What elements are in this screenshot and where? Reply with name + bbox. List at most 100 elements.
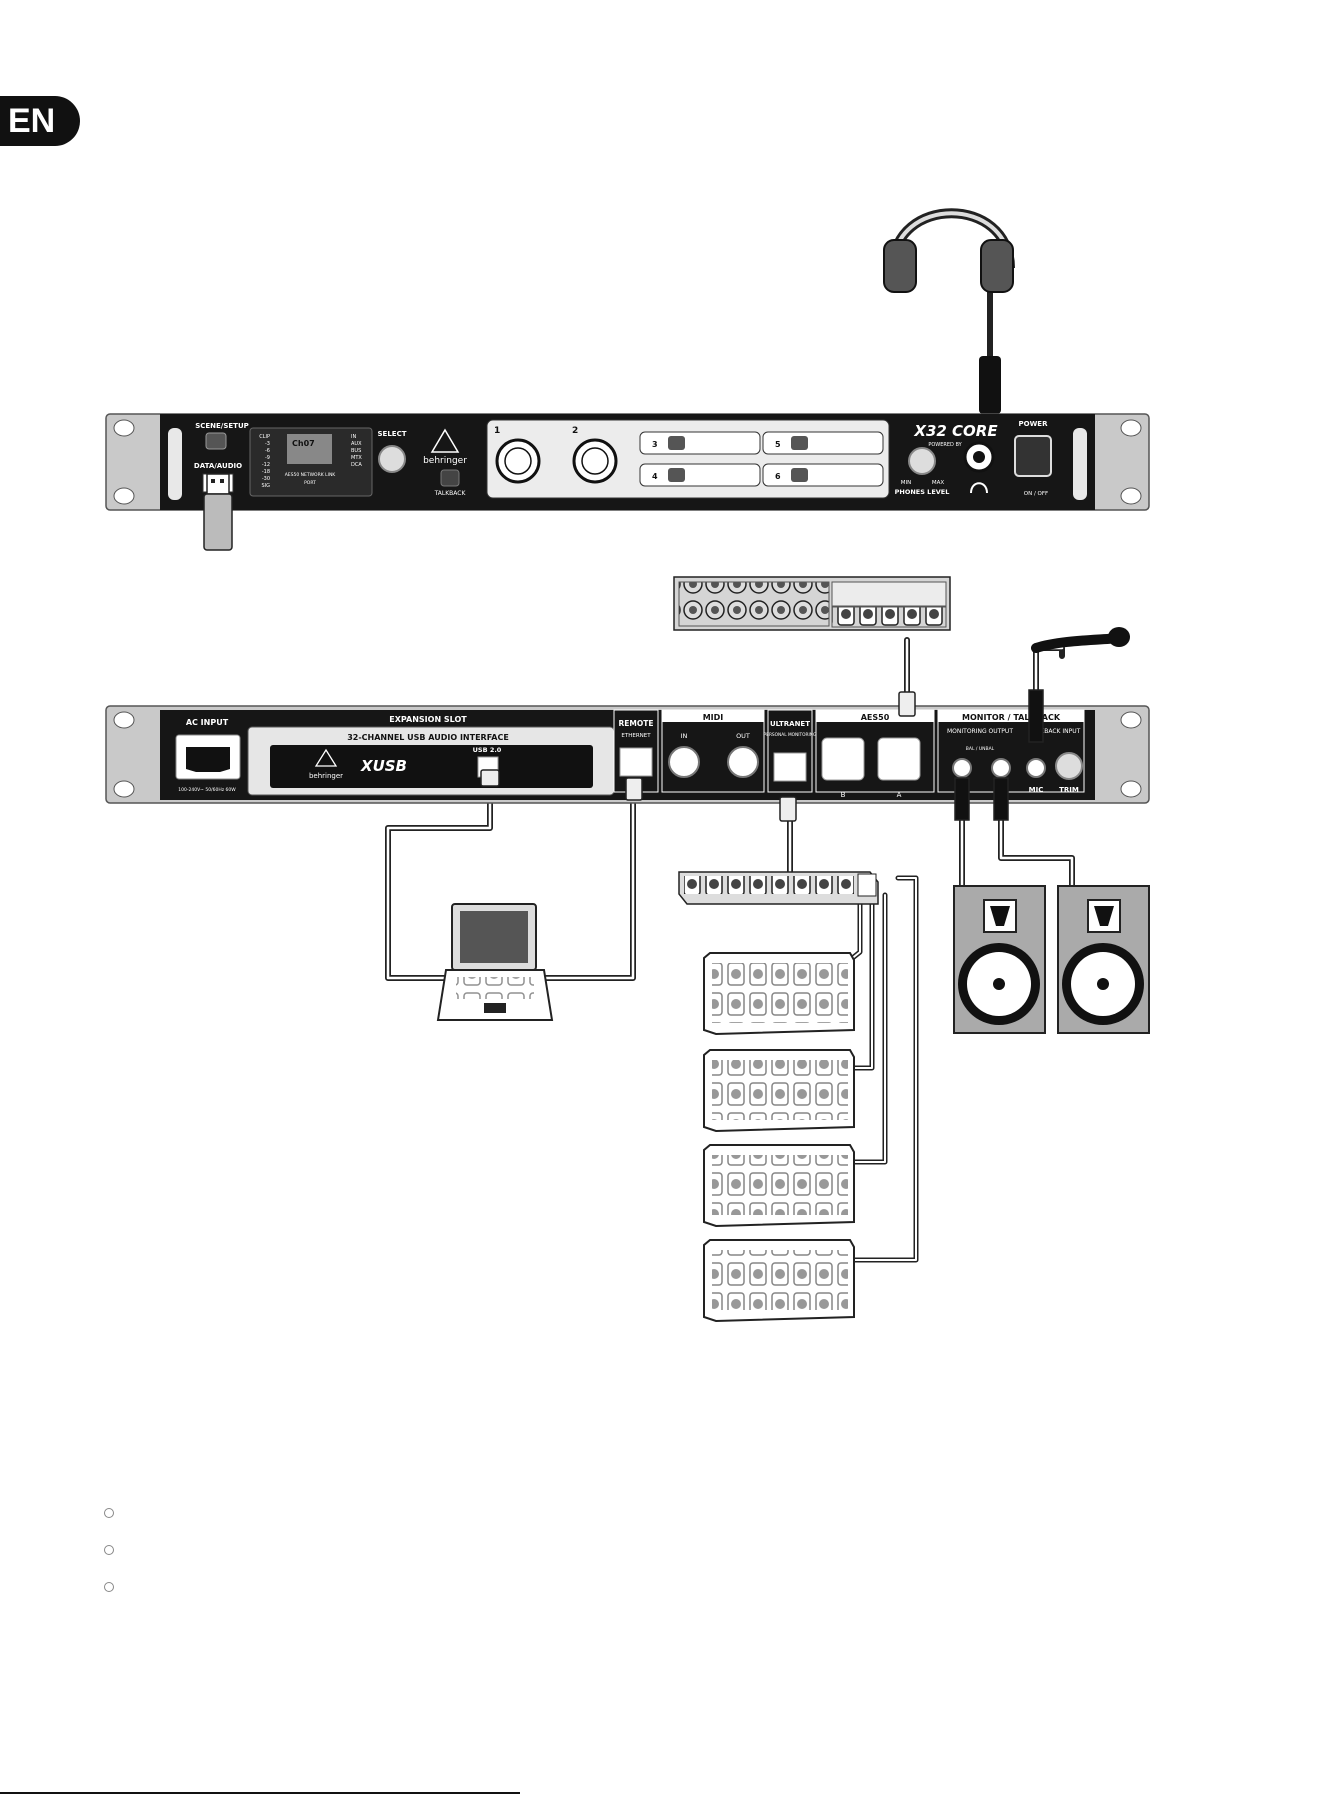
personal-mixer-3	[703, 1144, 855, 1228]
svg-text:CLIP: CLIP	[259, 434, 270, 440]
speaker-left-icon	[953, 885, 1046, 1034]
talkback-mic-input	[1026, 758, 1046, 778]
svg-text:-12: -12	[262, 462, 270, 468]
bullet-point	[104, 1508, 114, 1518]
select-encoder[interactable]	[378, 445, 406, 473]
svg-text:5: 5	[775, 440, 781, 449]
mic-label: MIC	[1029, 786, 1044, 794]
on-off-label: ON / OFF	[1024, 491, 1048, 497]
personal-monitoring-label: PERSONAL MONITORING	[764, 732, 817, 738]
speaker-right-icon	[1057, 885, 1150, 1034]
assign-button-5[interactable]	[791, 436, 808, 450]
bullet-point	[104, 1582, 114, 1592]
svg-text:3: 3	[652, 440, 658, 449]
trim-label: TRIM	[1059, 786, 1079, 794]
meter-labels-right: IN AUX BUS MTX DCA	[351, 434, 362, 468]
stage-box	[673, 576, 951, 631]
svg-text:DCA: DCA	[351, 462, 362, 468]
encoder-2-label: 2	[572, 426, 578, 436]
ultranet-distributor	[678, 871, 879, 905]
svg-text:SIG: SIG	[261, 483, 270, 489]
laptop-icon	[436, 903, 554, 1021]
svg-text:-18: -18	[262, 469, 270, 475]
ultranet-port	[773, 752, 807, 782]
talkback-button[interactable]	[440, 469, 460, 487]
usb-interface-label: 32-CHANNEL USB AUDIO INTERFACE	[347, 733, 509, 742]
monitor-cable-right	[998, 817, 1075, 888]
expansion-slot-label: EXPANSION SLOT	[389, 715, 467, 724]
meter-labels-left: CLIP -3 -6 -9 -12 -18 -30 SIG	[259, 434, 270, 489]
monitor-talkback-label: MONITOR / TALKBACK	[962, 713, 1061, 722]
bullet-point	[104, 1545, 114, 1555]
personal-mixer-cables	[847, 875, 919, 1263]
midi-out-port	[727, 746, 759, 778]
svg-text:-3: -3	[265, 441, 270, 447]
ac-rating: 100-240V~ 50/60Hz 60W	[178, 787, 236, 793]
network-link-label: AES50 NETWORK LINK	[285, 472, 337, 478]
usb-stick-icon	[203, 473, 233, 551]
svg-text:AUX: AUX	[351, 441, 362, 447]
data-audio-label: DATA/AUDIO	[194, 462, 242, 470]
powered-by-label: POWERED BY	[928, 442, 962, 448]
headphone-icon	[970, 482, 988, 494]
trim-knob[interactable]	[1055, 752, 1083, 780]
power-switch[interactable]	[1014, 435, 1052, 477]
remote-label: REMOTE	[619, 719, 654, 728]
xusb-logo: XUSB	[360, 757, 407, 775]
usb-version-label: USB 2.0	[473, 746, 502, 754]
aes-a-label: A	[897, 791, 902, 799]
language-badge: EN	[0, 96, 80, 146]
ethernet-label: ETHERNET	[621, 733, 651, 739]
encoder-1-label: 1	[494, 426, 500, 436]
monitor-out-left	[952, 758, 972, 778]
midi-label: MIDI	[703, 713, 724, 722]
monitor-out-right	[991, 758, 1011, 778]
select-label: SELECT	[378, 430, 407, 438]
aes50-port-a	[877, 737, 921, 781]
encoder-2[interactable]	[572, 438, 618, 484]
svg-text:6: 6	[775, 472, 781, 481]
svg-text:MTX: MTX	[351, 455, 362, 461]
monitoring-output-label: MONITORING OUTPUT	[947, 728, 1013, 735]
ac-input-label: AC INPUT	[186, 718, 229, 727]
button-group-6: 6	[762, 463, 884, 487]
assign-button-6[interactable]	[791, 468, 808, 482]
ethernet-port	[619, 747, 653, 777]
phones-level-knob[interactable]	[908, 447, 936, 475]
phones-level-label: PHONES LEVEL	[895, 488, 950, 496]
button-group-4: 4	[639, 463, 761, 487]
aes50-label: AES50	[861, 713, 890, 722]
talkback-label: TALKBACK	[434, 490, 467, 497]
scene-setup-button[interactable]	[205, 432, 227, 450]
personal-mixers	[703, 952, 855, 1323]
display-channel: Ch07	[292, 439, 315, 448]
svg-text:-9: -9	[265, 455, 270, 461]
assign-button-4[interactable]	[668, 468, 685, 482]
bullet-list	[104, 1508, 114, 1619]
aes50-port-b	[821, 737, 865, 781]
ultranet-label: ULTRANET	[770, 720, 810, 728]
encoder-1[interactable]	[495, 438, 541, 484]
microphone-icon	[1031, 627, 1130, 653]
assign-button-3[interactable]	[668, 436, 685, 450]
bal-unbal-label: BAL / UNBAL	[966, 746, 995, 752]
plugs	[480, 689, 1044, 822]
front-panel: SCENE/SETUP DATA/AUDIO Ch07 CLIP -3 -6 -…	[105, 413, 1150, 551]
aes-b-label: B	[841, 791, 846, 799]
footer-rule	[0, 1792, 520, 1794]
ethernet-cable	[537, 797, 636, 981]
button-group-3: 3	[639, 431, 761, 455]
headphones-icon	[883, 208, 1015, 414]
port-label: PORT	[304, 480, 316, 486]
midi-in-port	[668, 746, 700, 778]
midi-out-label: OUT	[736, 732, 750, 740]
midi-in-label: IN	[681, 732, 688, 740]
personal-mixer-1	[703, 952, 855, 1036]
personal-mixer-4	[703, 1239, 855, 1323]
talkback-input-label: TALKBACK INPUT	[1029, 728, 1081, 735]
front-brand: behringer	[423, 456, 467, 466]
svg-text:BUS: BUS	[351, 448, 361, 454]
rear-brand: behringer	[309, 772, 343, 780]
